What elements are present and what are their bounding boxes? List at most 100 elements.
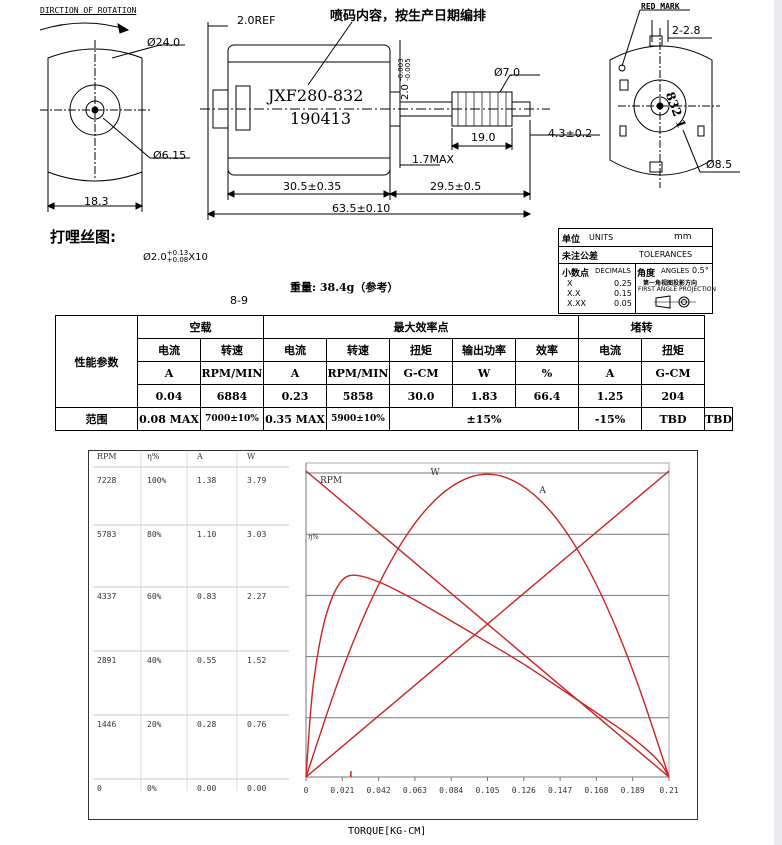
tol-en: TOLERANCES bbox=[639, 250, 693, 259]
table-cell: 0.55 bbox=[197, 656, 216, 665]
spec-unit-row: A RPM/MIN A RPM/MIN G-CM W % A G-CM bbox=[56, 361, 733, 385]
front-inner-diameter: Ø6.15 bbox=[153, 149, 187, 162]
header-cell: 转速 bbox=[200, 338, 264, 362]
red-mark-label: RED MARK bbox=[641, 2, 680, 11]
table-cell: 1446 bbox=[97, 720, 116, 729]
gear-length: 19.0 bbox=[471, 131, 496, 144]
unit-cell: RPM/MIN bbox=[200, 361, 264, 385]
page-edge bbox=[774, 0, 782, 845]
spec-value-row: 0.04 6884 0.23 5858 30.0 1.83 66.4 1.25 … bbox=[56, 384, 733, 408]
x-tick-label: 0.063 bbox=[403, 786, 427, 795]
table-cell: 2891 bbox=[97, 656, 116, 665]
group-maxeff: 最大效率点 bbox=[263, 315, 579, 339]
series-efficiency-line bbox=[305, 574, 670, 778]
unit-cell: G-CM bbox=[641, 361, 705, 385]
max-dim: 1.7MAX bbox=[412, 153, 455, 166]
group-stall: 堵转 bbox=[578, 315, 705, 339]
x-tick-label: 0.105 bbox=[475, 786, 499, 795]
header-cell: 扭矩 bbox=[389, 338, 453, 362]
group-noload: 空载 bbox=[137, 315, 264, 339]
proj-cn: 第一角视图投影方向 bbox=[643, 280, 698, 287]
tol-row-1-val: 0.25 bbox=[614, 279, 632, 288]
table-cell: 5783 bbox=[97, 530, 116, 539]
projection-icon bbox=[654, 295, 696, 309]
date-code: 190413 bbox=[290, 109, 352, 128]
x-tick-label: 0.147 bbox=[548, 786, 572, 795]
x-tick-label: 0.168 bbox=[584, 786, 608, 795]
tol-values: 小数点 DECIMALS 角度 ANGLES 0.5° X 0.25 X.X 0… bbox=[559, 264, 716, 313]
value-cell: 0.04 bbox=[137, 384, 201, 408]
front-outer-diameter: Ø24.0 bbox=[147, 36, 181, 49]
header-cell: 转速 bbox=[326, 338, 390, 362]
value-cell: 1.25 bbox=[578, 384, 642, 408]
unit-cell: A bbox=[263, 361, 327, 385]
table-cell: 0.28 bbox=[197, 720, 216, 729]
x-tick-label: 0.21 bbox=[659, 786, 678, 795]
series-label-w: W bbox=[430, 468, 440, 478]
tol-header-row: 未注公差 TOLERANCES bbox=[559, 246, 712, 264]
spec-table: 性能参数 空载 最大效率点 堵转 电流 转速 电流 转速 扭矩 输出功率 效率 … bbox=[55, 315, 734, 431]
spec-range-row: 范围 0.08 MAX 7000±10% 0.35 MAX 5900±10% ±… bbox=[55, 407, 734, 431]
unit-cell: W bbox=[452, 361, 516, 385]
series-label-a: A bbox=[538, 486, 546, 496]
unit-cell: % bbox=[515, 361, 579, 385]
table-header: A bbox=[196, 452, 203, 461]
motor-drawing bbox=[39, 9, 740, 220]
table-cell: 1.10 bbox=[197, 530, 216, 539]
value-cell: 5858 bbox=[326, 384, 390, 408]
range-cell: ±15% bbox=[389, 407, 579, 431]
proj-en: FIRST ANGLE PROJECTION bbox=[638, 286, 716, 293]
table-cell: 7228 bbox=[97, 476, 116, 485]
dec-cn: 小数点 bbox=[562, 269, 590, 279]
header-cell: 输出功率 bbox=[452, 338, 516, 362]
header-cell: 效率 bbox=[515, 338, 579, 362]
range-cell: TBD bbox=[641, 407, 705, 431]
param-label: 性能参数 bbox=[55, 315, 138, 408]
tolerance-block: 单位 UNITS mm 未注公差 TOLERANCES 小数点 DECIMALS… bbox=[558, 228, 716, 314]
tol-row-2-key: X.X bbox=[567, 289, 581, 298]
range-cell: 0.35 MAX bbox=[263, 407, 327, 431]
table-cell: 1.52 bbox=[247, 656, 266, 665]
header-cell: 电流 bbox=[578, 338, 642, 362]
knurl-length: 8-9 bbox=[230, 294, 248, 307]
unit-cell: G-CM bbox=[389, 361, 453, 385]
units-cn: 单位 bbox=[562, 235, 581, 245]
model-code: JXF280-832 bbox=[268, 86, 364, 105]
knurl-title: 打哩丝图: bbox=[50, 228, 116, 246]
shaft-length: 29.5±0.5 bbox=[430, 180, 482, 193]
table-header: RPM bbox=[97, 452, 117, 461]
shaft-tolerance: 2.0 -0.003 -0.005 bbox=[397, 58, 412, 100]
table-header: η% bbox=[147, 452, 160, 461]
value-cell: 204 bbox=[641, 384, 705, 408]
tol-units-row: 单位 UNITS mm bbox=[559, 229, 712, 247]
header-cell: 电流 bbox=[263, 338, 327, 362]
table-header: W bbox=[247, 452, 256, 461]
table-cell: 4337 bbox=[97, 592, 116, 601]
rear-dim: 2-2.8 bbox=[672, 24, 701, 37]
body-length: 30.5±0.35 bbox=[283, 180, 342, 193]
table-cell: 3.79 bbox=[247, 476, 266, 485]
x-tick-label: 0.189 bbox=[621, 786, 645, 795]
unit-cell: A bbox=[137, 361, 201, 385]
range-cell: TBD bbox=[703, 407, 734, 431]
tol-row-3-val: 0.05 bbox=[614, 299, 632, 308]
table-cell: 20% bbox=[147, 720, 162, 729]
x-tick-label: 0 bbox=[304, 786, 309, 795]
series-a-line bbox=[305, 470, 670, 778]
x-tick-label: 0.126 bbox=[512, 786, 536, 795]
x-tick-label: 0.084 bbox=[439, 786, 463, 795]
range-cell: 0.08 MAX bbox=[137, 407, 201, 431]
range-label: 范围 bbox=[55, 407, 138, 431]
ang-val: 0.5° bbox=[692, 266, 709, 275]
range-cell: -15% bbox=[578, 407, 642, 431]
table-cell: 100% bbox=[147, 476, 166, 485]
range-cell: 5900±10% bbox=[326, 407, 390, 431]
table-cell: 0% bbox=[147, 784, 157, 793]
spec-header-row: 电流 转速 电流 转速 扭矩 输出功率 效率 电流 扭矩 bbox=[56, 338, 733, 362]
units-val: mm bbox=[674, 232, 692, 242]
value-cell: 30.0 bbox=[389, 384, 453, 408]
series-label-efficiency: η% bbox=[308, 533, 319, 541]
